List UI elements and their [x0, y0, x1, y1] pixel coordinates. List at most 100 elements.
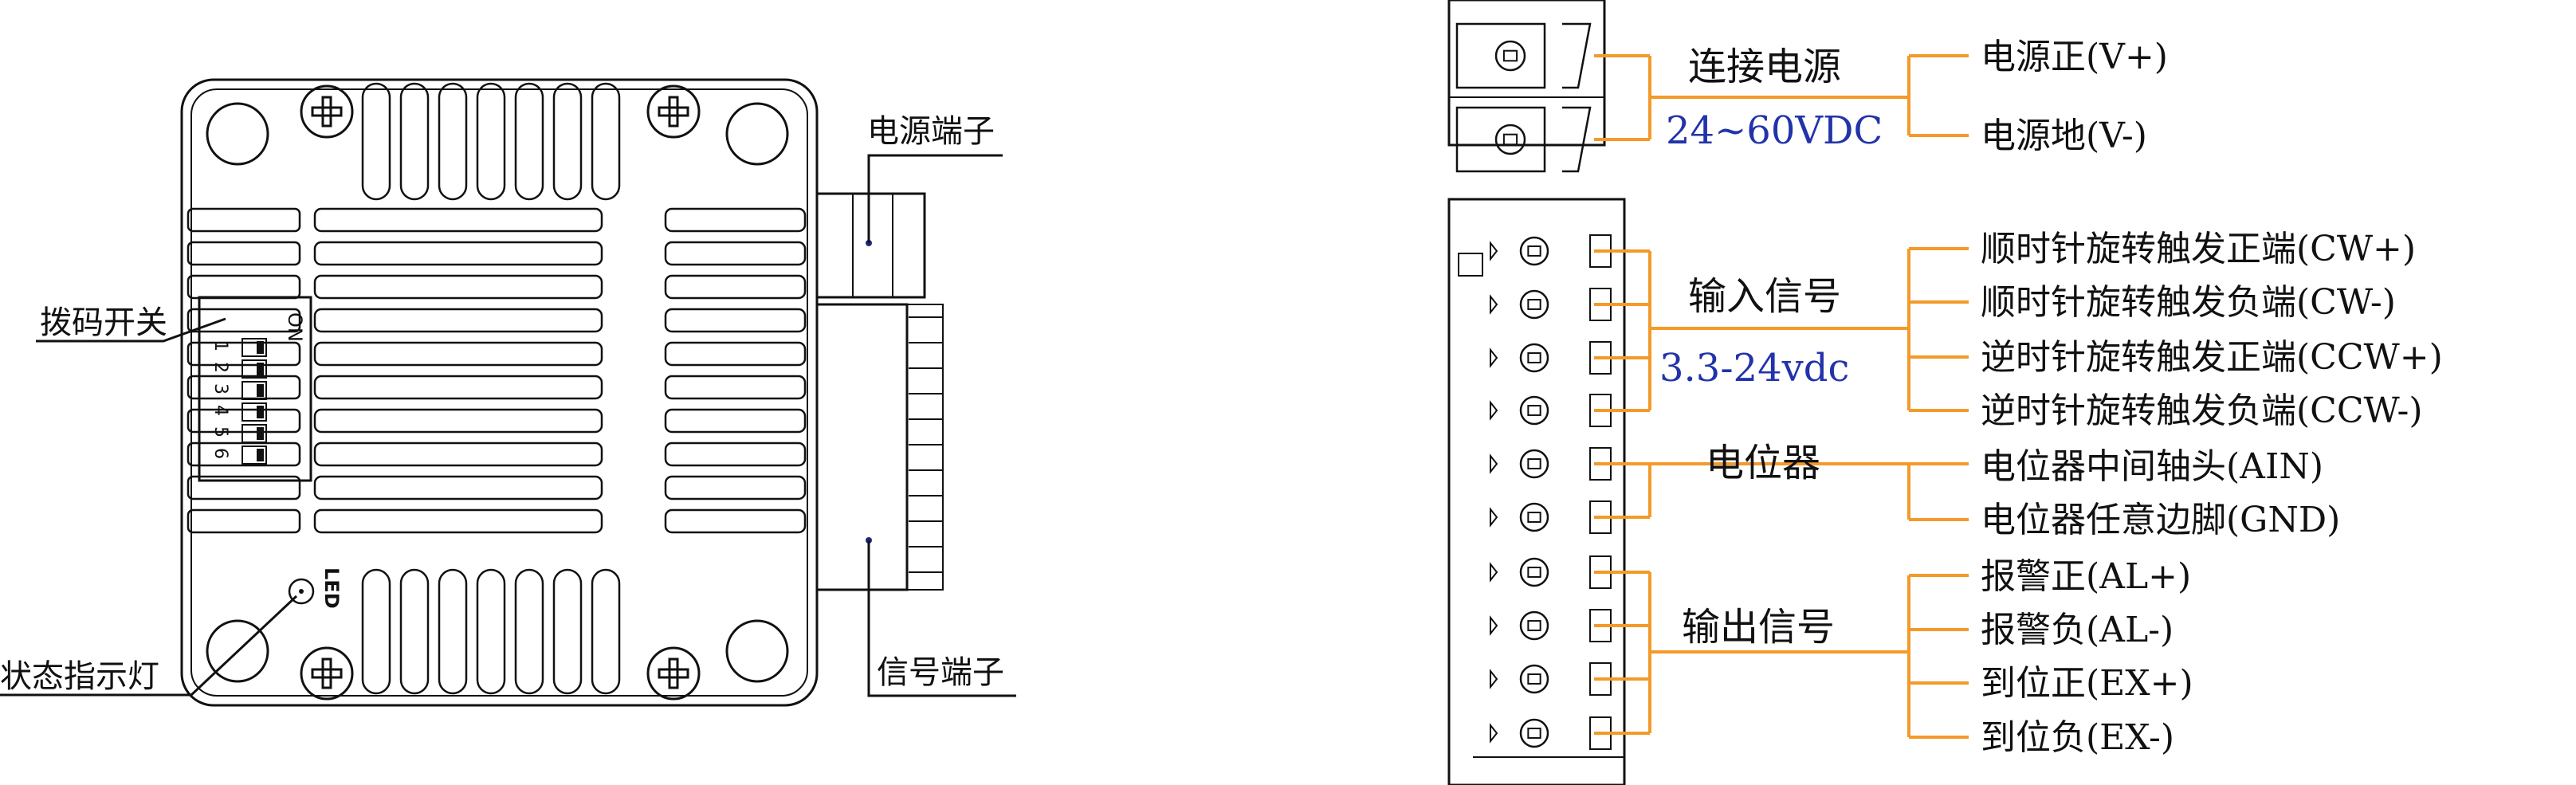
- dip-number: 6: [210, 448, 230, 459]
- terminal-screw-icon: [1519, 502, 1549, 532]
- fin: [476, 568, 506, 695]
- terminal-screw-icon: [1519, 449, 1549, 479]
- screw-icon: [300, 646, 354, 701]
- fin: [664, 475, 807, 500]
- fin: [438, 568, 468, 695]
- fin: [664, 308, 807, 333]
- screw-icon: [646, 646, 701, 701]
- heatsink-fins-right: [664, 207, 807, 534]
- signal-label-ex-minus: 到位负(EX-): [1981, 717, 2174, 758]
- signal-label-v-plus: 电源正(V+): [1981, 37, 2168, 77]
- screw-icon: [646, 84, 701, 139]
- dip-switch: [242, 424, 267, 443]
- signal-terminal-label: 信号端子: [877, 654, 1004, 691]
- fin: [187, 475, 301, 500]
- input-signal-labels: 顺时针旋转触发正端(CW+) 顺时针旋转触发负端(CW-) 逆时针旋转触发正端(…: [1981, 229, 2443, 431]
- fin: [313, 207, 603, 233]
- screw-heads: [300, 84, 701, 701]
- fin: [361, 568, 391, 695]
- fin: [664, 274, 807, 300]
- fin: [361, 82, 391, 201]
- dip-number: 4: [210, 405, 230, 416]
- dip-switch-label: 拨码开关: [40, 304, 167, 341]
- dip-number: 3: [210, 383, 230, 394]
- fin: [664, 207, 807, 233]
- mounting-hole: [725, 102, 789, 166]
- power-terminal-connector: [815, 192, 926, 299]
- fin: [552, 82, 583, 201]
- heatsink-fins-middle: [187, 207, 603, 534]
- dip-number: 2: [210, 362, 230, 373]
- dip-switch: [242, 338, 267, 357]
- heatsink-fins-bottom: [361, 568, 621, 695]
- signal-label-gnd: 电位器任意边脚(GND): [1981, 500, 2340, 540]
- dip-number: 1: [210, 340, 230, 351]
- fin: [187, 241, 301, 266]
- terminal-screw-icon: [1494, 124, 1526, 155]
- fin: [187, 308, 301, 333]
- fin: [313, 442, 603, 467]
- fin: [313, 241, 603, 266]
- pot-signal-labels: 电位器中间轴头(AIN) 电位器任意边脚(GND): [1981, 446, 2340, 540]
- fin: [438, 82, 468, 201]
- signal-label-al-minus: 报警负(AL-): [1981, 610, 2174, 650]
- dip-switch: [242, 445, 267, 465]
- terminal-screw-icon: [1519, 289, 1549, 320]
- fin: [187, 341, 301, 367]
- fin: [313, 508, 603, 534]
- fin: [514, 568, 544, 695]
- fin: [313, 274, 603, 300]
- signal-label-ccw-plus: 逆时针旋转触发正端(CCW+): [1981, 337, 2443, 378]
- signal-label-al-plus: 报警正(AL+): [1981, 556, 2191, 597]
- terminal-screw-icon: [1519, 718, 1549, 748]
- signal-connector-pins: [1490, 234, 1612, 750]
- screw-icon: [300, 84, 354, 139]
- signal-label-v-minus: 电源地(V-): [1981, 116, 2147, 156]
- fin: [591, 568, 621, 695]
- fin: [313, 408, 603, 434]
- fin: [399, 82, 430, 201]
- fin: [187, 207, 301, 233]
- fin: [476, 82, 506, 201]
- power-signal-labels: 电源正(V+) 电源地(V-): [1981, 37, 2168, 156]
- group-label-pot: 电位器: [1706, 441, 1820, 485]
- signal-label-ccw-minus: 逆时针旋转触发负端(CCW-): [1981, 391, 2423, 431]
- power-connector-pins: [1455, 22, 1592, 173]
- fin: [514, 82, 544, 201]
- fin: [664, 375, 807, 400]
- group-label-power: 连接电源: [1688, 45, 1841, 89]
- mounting-holes: [206, 102, 789, 683]
- dip-number: 5: [210, 426, 230, 438]
- led-label: LED: [320, 567, 343, 609]
- fin: [187, 375, 301, 400]
- output-signal-labels: 报警正(AL+) 报警负(AL-) 到位正(EX+) 到位负(EX-): [1981, 556, 2193, 758]
- fin: [187, 274, 301, 300]
- fin: [187, 408, 301, 434]
- fin: [664, 341, 807, 367]
- group-label-output: 输出信号: [1682, 605, 1835, 650]
- mounting-hole: [725, 619, 789, 683]
- terminal-screw-icon: [1519, 343, 1549, 373]
- status-led-label: 状态指示灯: [0, 658, 159, 695]
- fin: [664, 241, 807, 266]
- fin: [187, 508, 301, 534]
- dip-switch: [242, 359, 267, 379]
- fin: [591, 82, 621, 201]
- fin: [313, 375, 603, 400]
- fin: [552, 568, 583, 695]
- fin: [313, 475, 603, 500]
- dip-switches: 1 2 3 4 5 6: [210, 338, 267, 465]
- dip-switch: [242, 381, 267, 400]
- terminal-screw-icon: [1494, 40, 1526, 72]
- power-terminal-label: 电源端子: [867, 113, 995, 150]
- signal-label-ain: 电位器中间轴头(AIN): [1981, 446, 2323, 487]
- fin: [313, 341, 603, 367]
- terminal-screw-icon: [1519, 395, 1549, 426]
- group-label-input: 输入信号: [1688, 274, 1841, 319]
- terminal-screw-icon: [1519, 557, 1549, 587]
- terminal-screw-icon: [1519, 236, 1549, 266]
- signal-terminal-connector: [815, 303, 944, 591]
- power-connector-housing: [1447, 0, 1606, 173]
- voltage-label-input: 3.3-24vdc: [1659, 346, 1849, 391]
